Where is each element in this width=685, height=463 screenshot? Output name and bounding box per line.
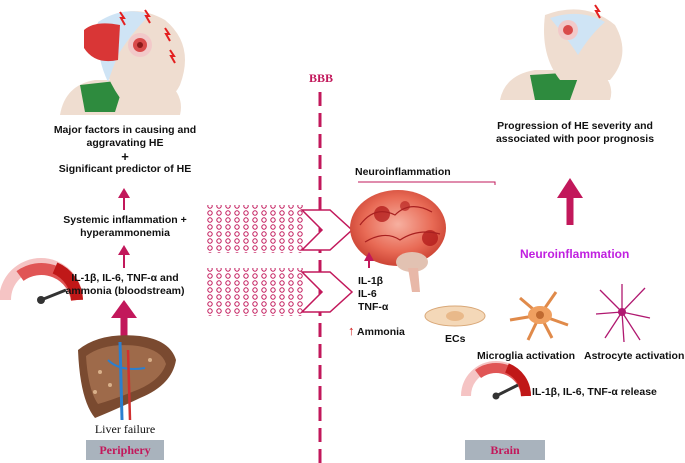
cytokine-list: IL-1β IL-6 TNF-α <box>358 275 388 314</box>
brain-label: Brain <box>465 440 545 460</box>
cytokine-il1b: IL-1β <box>358 275 384 287</box>
patient-head-right-icon <box>500 4 623 100</box>
progression-text: Progression of HE severity and associate… <box>480 120 670 146</box>
microglia-icon <box>509 291 569 341</box>
systemic-line2: hyperammonemia <box>80 227 170 239</box>
dotted-flow-upper <box>205 205 305 253</box>
liver-icon <box>78 335 176 421</box>
arrow-up-progression <box>557 178 583 225</box>
factors-line1: Major factors in causing and <box>53 124 197 136</box>
progression-line1: Progression of HE severity and <box>497 120 653 132</box>
markers-line1: IL-1β, IL-6, TNF-α and <box>71 272 179 284</box>
liver-caption: Liver failure <box>94 422 156 436</box>
cytokine-il6: IL-6 <box>358 288 377 300</box>
release-label: IL-1β, IL-6, TNF-α release <box>532 386 657 398</box>
systemic-line1: Systemic inflammation + <box>63 214 187 226</box>
endothelial-cell-icon <box>424 305 486 327</box>
markers-text: IL-1β, IL-6, TNF-α and ammonia (bloodstr… <box>60 272 190 298</box>
ammonia-label: ↑ Ammonia <box>348 323 405 338</box>
neuroinflammation-mid-label: Neuroinflammation <box>520 247 630 261</box>
predictor-text: Significant predictor of HE <box>58 163 192 175</box>
ammonia-text: Ammonia <box>357 326 405 338</box>
systemic-text: Systemic inflammation + hyperammonemia <box>45 214 205 240</box>
markers-line2: ammonia (bloodstream) <box>65 285 185 297</box>
astrocyte-icon <box>595 284 651 343</box>
plus-sign: + <box>121 149 129 164</box>
astrocyte-label: Astrocyte activation <box>584 350 685 362</box>
chevron-upper-icon <box>300 209 354 251</box>
microglia-label: Microglia activation <box>477 350 576 362</box>
cytokine-tnfa: TNF-α <box>358 301 389 313</box>
ammonia-up-arrow-icon: ↑ <box>348 323 355 338</box>
brain-icon <box>350 190 446 292</box>
ecs-label: ECs <box>445 333 466 345</box>
dotted-flow-lower <box>205 268 305 316</box>
gauge-left-icon <box>0 258 83 304</box>
factors-text: Major factors in causing and aggravating… <box>40 124 210 176</box>
periphery-label: Periphery <box>86 440 164 460</box>
progression-line2: associated with poor prognosis <box>495 133 655 145</box>
chevron-lower-icon <box>300 271 354 313</box>
bbb-label: BBB <box>308 71 333 85</box>
arrow-up-systemic <box>118 245 130 268</box>
arrow-up-factors <box>118 188 130 210</box>
arrow-up-cytokines <box>364 252 374 268</box>
factors-line2: aggravating HE <box>86 137 164 149</box>
gauge-right-icon <box>461 361 532 400</box>
neuroinflammation-top-label: Neuroinflammation <box>355 166 451 178</box>
patient-head-left-icon <box>60 9 185 115</box>
